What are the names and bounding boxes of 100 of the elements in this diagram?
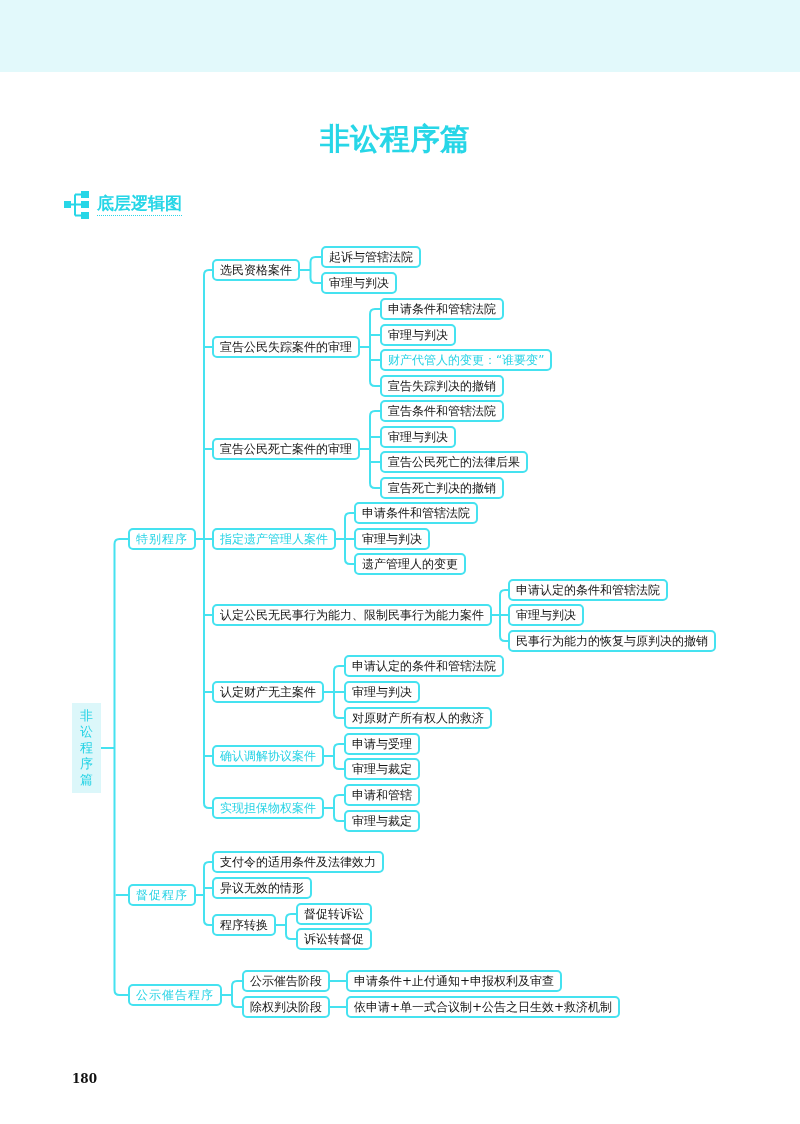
- root-box: 非讼程序篇: [72, 703, 101, 793]
- connector-line: [100, 543, 116, 991]
- connector-line: [359, 415, 371, 484]
- connector-line: [203, 919, 213, 926]
- connector-line: [204, 887, 213, 889]
- page-number: 180: [72, 1072, 98, 1086]
- topic-box: 申请和管辖: [344, 784, 420, 806]
- connector-line: [344, 512, 355, 519]
- topic-box: 异议无效的情形: [212, 877, 312, 899]
- connector-line: [114, 894, 129, 896]
- connector-line: [333, 712, 345, 719]
- connector-line: [203, 802, 213, 809]
- topic-box: 审理与判决: [354, 528, 430, 550]
- topic-box: 指定遗产管理人案件: [212, 528, 336, 550]
- connector-line: [333, 815, 345, 822]
- connector-line: [231, 1001, 243, 1008]
- connector-line: [195, 866, 205, 921]
- topic-box: 依申请+单一式合议制+公告之日生效+救济机制: [346, 996, 621, 1018]
- topic-box: 确认调解协议案件: [212, 745, 324, 767]
- topic-box: 认定财产无主案件: [212, 681, 324, 703]
- topic-box: 宣告公民失踪案件的审理: [212, 336, 360, 358]
- topic-box: 民事行为能力的恢复与原判决的撤销: [508, 630, 716, 652]
- connector-line: [369, 308, 381, 315]
- topic-box: 公示催告阶段: [242, 970, 330, 992]
- topic-box: 审理与判决: [508, 604, 584, 626]
- section-heading: 底层逻辑图: [97, 193, 182, 216]
- topic-box: 申请认定的条件和管辖法院: [508, 579, 668, 601]
- connector-line: [285, 933, 297, 940]
- connector-line: [113, 538, 129, 545]
- topic-box: 对原财产所有权人的救济: [344, 707, 492, 729]
- connector-line: [333, 665, 345, 672]
- connector-line: [369, 482, 381, 489]
- connector-line: [195, 274, 205, 804]
- topic-box: 程序转换: [212, 914, 276, 936]
- connector-line: [323, 748, 335, 765]
- connector-line: [299, 261, 312, 279]
- page-title: 非讼程序篇: [320, 120, 470, 158]
- topic-box: 申请条件和管辖法院: [380, 298, 504, 320]
- connector-line: [323, 670, 335, 714]
- topic-box: 审理与裁定: [344, 758, 420, 780]
- topic-box: 除权判决阶段: [242, 996, 330, 1018]
- connector-line: [285, 913, 297, 920]
- topic-box: 审理与判决: [321, 272, 397, 294]
- connector-line: [204, 346, 213, 348]
- topic-box: 实现担保物权案件: [212, 797, 324, 819]
- topic-box: 申请条件+止付通知+申报权利及审查: [346, 970, 563, 992]
- connector-line: [499, 635, 509, 642]
- topic-box: 遗产管理人的变更: [354, 553, 466, 575]
- topic-box: 宣告死亡判决的撤销: [380, 477, 504, 499]
- connector-line: [333, 794, 345, 801]
- topic-box: 申请条件和管辖法院: [354, 502, 478, 524]
- connector-line: [333, 743, 345, 750]
- topic-box: 财产代管人的变更：“谁要变”: [380, 349, 553, 371]
- connector-line: [203, 269, 213, 276]
- connector-line: [204, 614, 213, 616]
- connector-line: [323, 799, 335, 817]
- connector-line: [345, 538, 355, 540]
- topic-box: 督促转诉讼: [296, 903, 372, 925]
- connector-line: [370, 359, 381, 361]
- topic-box: 审理与判决: [344, 681, 420, 703]
- connector-line: [231, 980, 243, 987]
- connector-line: [221, 985, 233, 1003]
- connector-line: [370, 461, 381, 463]
- topic-box: 审理与判决: [380, 426, 456, 448]
- connector-line: [204, 538, 213, 540]
- topic-box: 宣告公民死亡案件的审理: [212, 438, 360, 460]
- connector-line: [370, 436, 381, 438]
- topic-box: 申请认定的条件和管辖法院: [344, 655, 504, 677]
- connector-line: [334, 691, 345, 693]
- topic-box: 选民资格案件: [212, 259, 300, 281]
- connector-line: [500, 614, 509, 616]
- connector-line: [369, 410, 381, 417]
- topic-box: 审理与裁定: [344, 810, 420, 832]
- connector-line: [491, 594, 501, 637]
- connector-line: [329, 980, 347, 982]
- connector-line: [275, 918, 287, 935]
- topic-box: 宣告条件和管辖法院: [380, 400, 504, 422]
- connector-line: [370, 334, 381, 336]
- connector-line: [499, 589, 509, 596]
- connector-line: [309, 277, 322, 284]
- connector-line: [204, 448, 213, 450]
- connector-line: [204, 755, 213, 757]
- topic-box: 审理与判决: [380, 324, 456, 346]
- topic-box: 支付令的适用条件及法律效力: [212, 851, 384, 873]
- topic-box: 宣告失踪判决的撤销: [380, 375, 504, 397]
- connector-line: [203, 861, 213, 868]
- connector-line: [204, 691, 213, 693]
- topic-box: 宣告公民死亡的法律后果: [380, 451, 528, 473]
- connector-line: [329, 1006, 347, 1008]
- topic-box: 公示催告程序: [128, 984, 222, 1006]
- topic-box: 诉讼转督促: [296, 928, 372, 950]
- topic-box: 督促程序: [128, 884, 196, 906]
- topic-box: 申请与受理: [344, 733, 420, 755]
- topic-box: 认定公民无民事行为能力、限制民事行为能力案件: [212, 604, 492, 626]
- connector-line: [359, 313, 371, 382]
- connector-line: [335, 517, 346, 560]
- topic-box: 特别程序: [128, 528, 196, 550]
- connector-line: [369, 380, 381, 387]
- connector-line: [113, 989, 129, 996]
- connector-line: [309, 256, 322, 263]
